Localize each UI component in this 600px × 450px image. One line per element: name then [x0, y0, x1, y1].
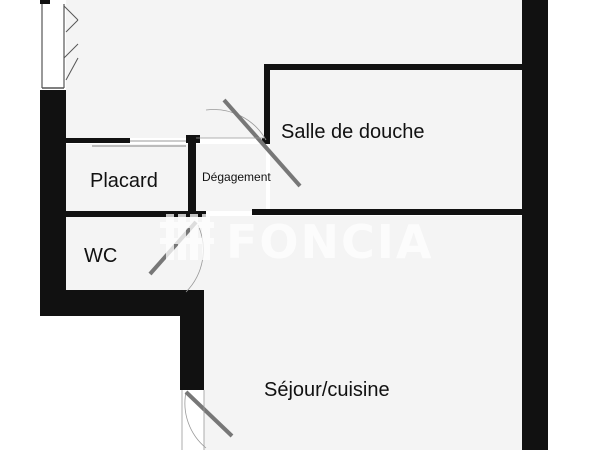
- wall-placard-top-a: [66, 138, 130, 143]
- floor-salle-de-douche: [270, 70, 522, 211]
- wall-shower-bottom: [252, 209, 522, 215]
- wc-door-arc: [185, 224, 204, 293]
- room-labels: Salle de douche Placard Dégagement WC Sé…: [84, 121, 424, 401]
- label-salle-de-douche: Salle de douche: [281, 121, 424, 143]
- wall-left-outer-top: [40, 0, 50, 4]
- floor-top-room: [66, 0, 522, 66]
- wall-left-outer: [40, 90, 66, 316]
- wall-corridor-column: [180, 290, 204, 390]
- floor-sejour-cuisine: [204, 216, 522, 450]
- label-sejour-cuisine: Séjour/cuisine: [264, 379, 390, 401]
- shower-door-leaf: [222, 98, 302, 188]
- label-degagement: Dégagement: [202, 170, 271, 184]
- watermark-logo-icon: [160, 214, 214, 260]
- wall-shower-left: [264, 64, 270, 144]
- walls: [40, 0, 548, 450]
- window-leaf-1: [63, 5, 79, 21]
- wall-placard-right: [188, 138, 196, 216]
- wall-right-outer: [522, 0, 548, 450]
- watermark: FONCIA: [160, 214, 434, 269]
- label-wc: WC: [84, 245, 117, 267]
- entrance-door-leaf: [184, 390, 234, 438]
- wall-wc-top: [66, 211, 206, 217]
- wall-shower-top: [264, 64, 522, 70]
- floor-placard: [66, 144, 188, 211]
- window-leaf-4: [65, 57, 79, 81]
- watermark-brand: FONCIA: [226, 215, 434, 269]
- openings: [41, 4, 538, 450]
- wall-degagement-top-stub: [262, 138, 270, 144]
- window-leaf-2: [65, 19, 79, 33]
- window-leaf-3: [63, 43, 79, 59]
- entrance-door-arc: [184, 391, 207, 449]
- floor-left-strip: [66, 66, 266, 138]
- floor-degagement: [196, 144, 266, 211]
- label-placard: Placard: [90, 170, 158, 192]
- wall-bottom-left: [40, 290, 204, 316]
